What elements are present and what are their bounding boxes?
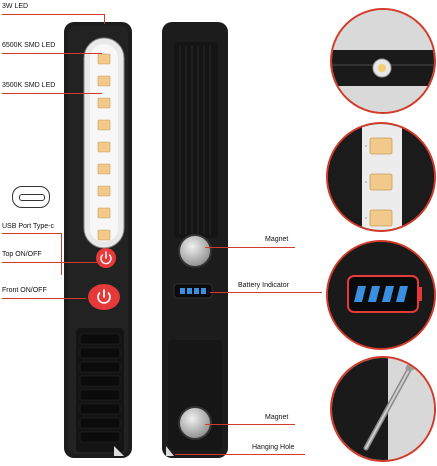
label-6500k-smd-led: 6500K SMD LED — [2, 42, 56, 49]
label-3500k-smd-led: 3500K SMD LED — [2, 82, 56, 89]
magnet-top — [178, 234, 212, 268]
nail-icon — [332, 358, 434, 460]
usb-c-port-icon — [12, 186, 50, 208]
label-top-onoff: Top ON/OFF — [2, 251, 42, 258]
battery-icon — [328, 242, 434, 348]
label-usb-port: USB Port Type-c — [2, 223, 55, 230]
label-magnet-bottom: Magnet — [265, 414, 289, 421]
flashlight-back-body — [162, 22, 228, 458]
detail-battery-indicator — [326, 240, 436, 350]
label-front-onoff: Front ON/OFF — [2, 287, 47, 294]
label-magnet-top: Magnet — [265, 236, 289, 243]
label-hanging-hole: Hanging Hole — [252, 444, 295, 451]
power-icon — [100, 251, 112, 265]
label-3w-led: 3W LED — [2, 3, 29, 10]
power-icon — [97, 289, 111, 304]
magnet-bottom — [178, 406, 212, 440]
detail-smd-leds — [326, 122, 436, 232]
flashlight-front-body — [64, 22, 132, 458]
flashlight-back — [158, 22, 234, 460]
top-power-button[interactable] — [96, 248, 116, 268]
smd-led-strip — [97, 53, 111, 241]
front-power-button[interactable] — [88, 284, 120, 310]
flashlight-front — [62, 22, 134, 460]
detail-hanging-hole — [330, 356, 436, 462]
detail-3w-led — [330, 8, 436, 114]
label-battery-indicator: Battery Indicator — [238, 282, 289, 289]
